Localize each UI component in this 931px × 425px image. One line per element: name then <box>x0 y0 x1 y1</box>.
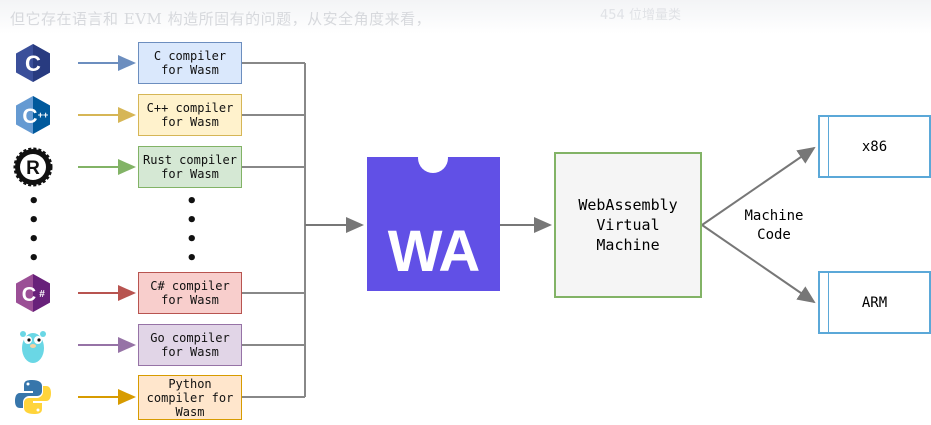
go-gopher-icon <box>13 325 53 365</box>
csharp-compiler-box: C# compiler for Wasm <box>138 272 242 314</box>
target-x86-box: x86 <box>818 115 931 178</box>
cpp-language-icon: C ++ <box>13 95 53 135</box>
webassembly-vm-box: WebAssembly Virtual Machine <box>554 152 702 298</box>
target-x86-label: x86 <box>861 138 888 155</box>
ellipsis-left: • • • • <box>28 191 40 269</box>
target-arm-label: ARM <box>861 294 888 311</box>
webassembly-logo-text: WA <box>387 219 480 284</box>
svg-text:#: # <box>39 289 45 300</box>
c-compiler-box: C compiler for Wasm <box>138 42 242 84</box>
header-text: 但它存在语言和 EVM 构造所固有的问题，从安全角度来看， <box>10 10 432 28</box>
svg-text:C: C <box>25 51 41 76</box>
csharp-language-icon: C # <box>13 273 53 313</box>
go-compiler-box: Go compiler for Wasm <box>138 324 242 366</box>
rust-language-icon: R <box>13 147 53 187</box>
arrow-to-arm <box>701 224 816 304</box>
target-arm-box: ARM <box>818 271 931 334</box>
svg-text:C: C <box>22 284 36 306</box>
svg-text:++: ++ <box>38 110 49 120</box>
c-language-icon: C <box>13 43 53 83</box>
top-text-strip: 但它存在语言和 EVM 构造所固有的问题，从安全角度来看， 454 位增量类 <box>0 0 931 34</box>
ellipsis-middle: • • • • <box>186 191 198 269</box>
header-side-text: 454 位增量类 <box>600 8 681 23</box>
target-x86-edge <box>828 117 829 176</box>
webassembly-logo-notch <box>418 143 448 173</box>
python-compiler-box: Python compiler for Wasm <box>138 375 242 420</box>
arrow-to-x86 <box>701 146 816 226</box>
cpp-compiler-box: C++ compiler for Wasm <box>138 94 242 136</box>
svg-text:C: C <box>22 105 37 128</box>
target-arm-edge <box>828 273 829 332</box>
webassembly-logo <box>367 157 500 291</box>
rust-compiler-box: Rust compiler for Wasm <box>138 146 242 188</box>
machine-code-label: Machine Code <box>744 208 804 243</box>
svg-text:R: R <box>26 158 40 179</box>
python-language-icon <box>13 377 53 417</box>
